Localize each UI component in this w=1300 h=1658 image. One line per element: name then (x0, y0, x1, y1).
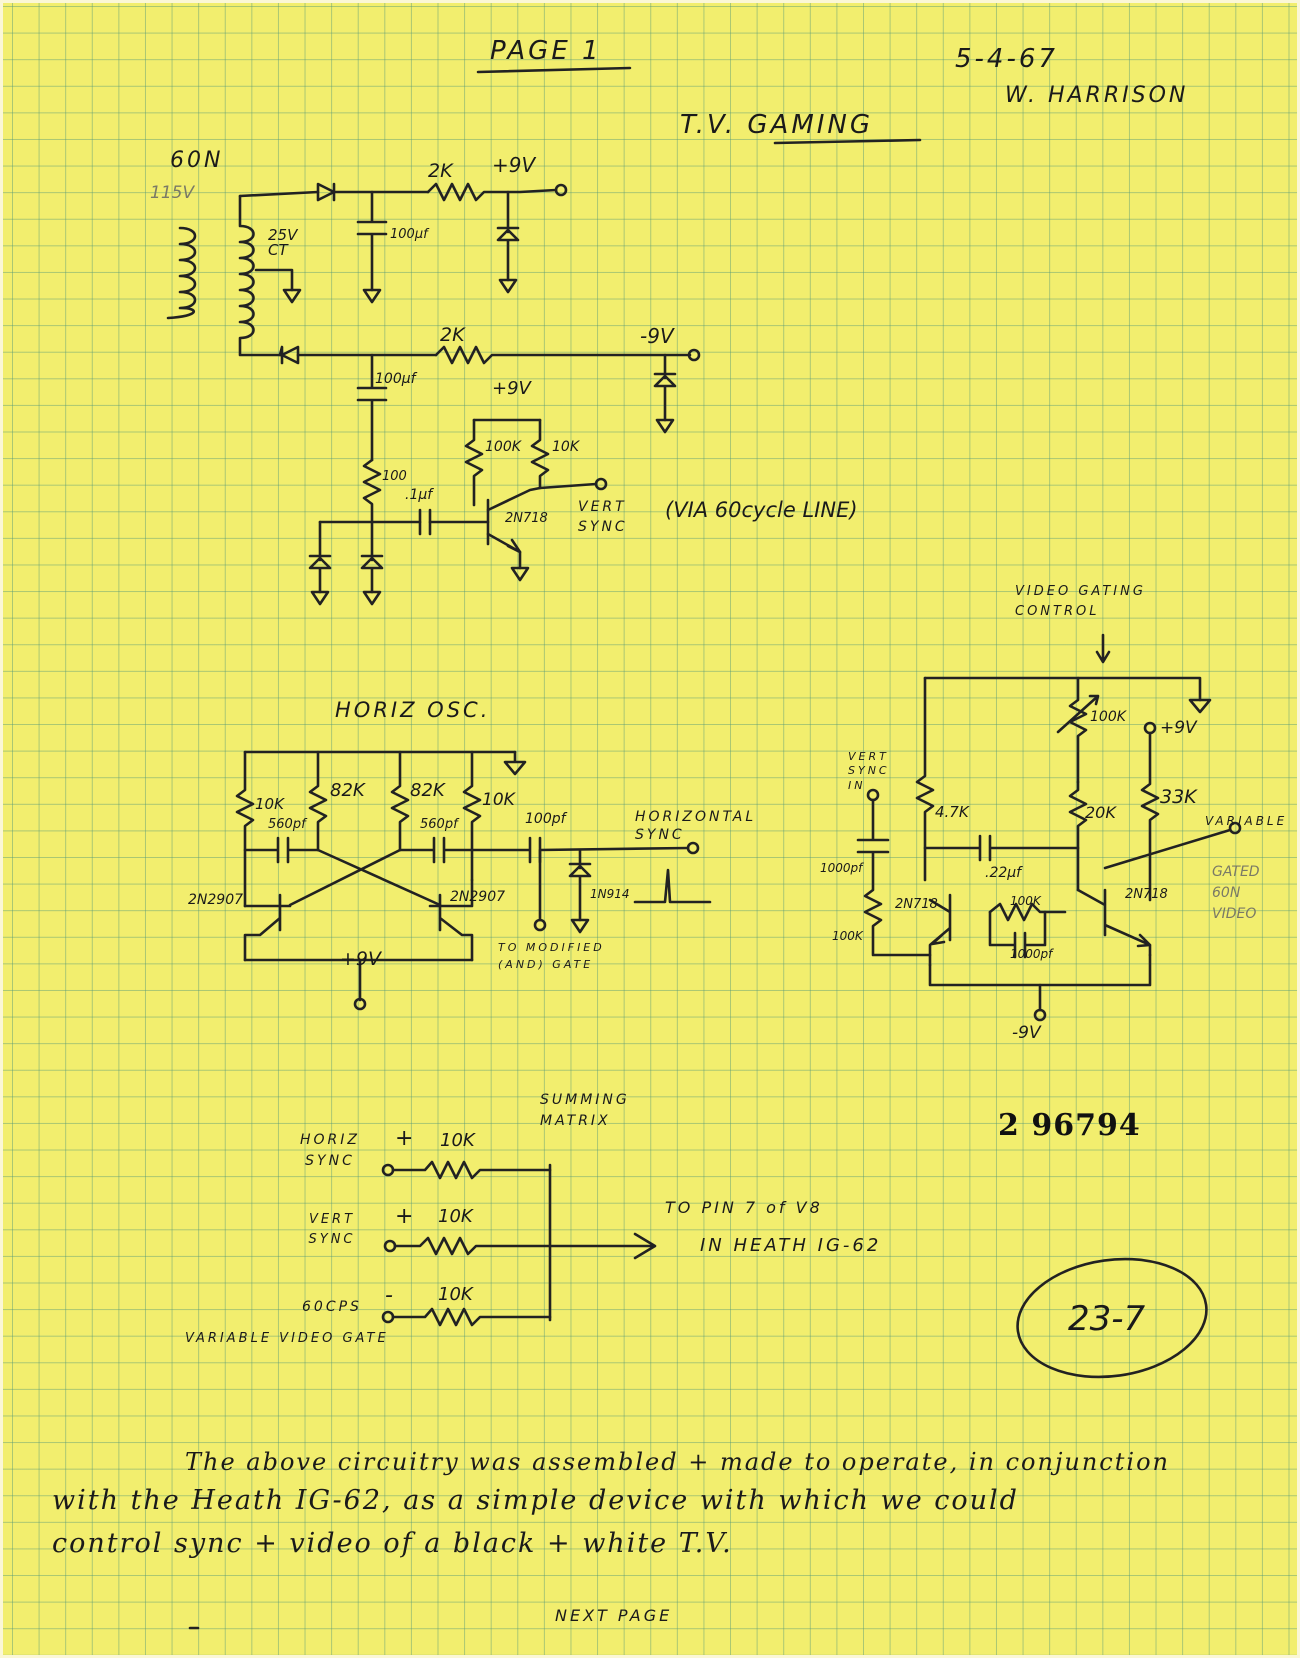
input-voltage-pencil: 115V (150, 183, 195, 203)
vg-t1-label: 2N718 (895, 897, 938, 912)
vs-r2-label: 10K (552, 439, 579, 455)
vg-output-label: VARIABLE (1205, 814, 1288, 828)
vs-cap-label: .1µf (405, 487, 433, 503)
footer-next-page: NEXT PAGE (555, 1606, 673, 1625)
note-line-2: with the Heath IG-62, as a simple device… (52, 1485, 1019, 1516)
sm-output-line2: IN HEATH IG-62 (700, 1235, 882, 1256)
v-bottom-label: -9V (640, 324, 674, 348)
sm-in2-sign: + (395, 1204, 414, 1229)
vs-transistor-label: 2N718 (505, 511, 548, 526)
ho-gate-note: TO MODIFIED (AND) GATE (498, 941, 605, 971)
sm-in2-label: VERT SYNC (308, 1212, 356, 1247)
ho-diode-label: 1N914 (590, 887, 630, 901)
vs-output-label: VERT SYNC (578, 499, 628, 535)
ho-r2-label: 82K (330, 780, 365, 801)
power-supply-schematic (166, 182, 701, 462)
sm-in3-label: 60CPS (302, 1299, 362, 1315)
circled-number-ring (1016, 1257, 1208, 1379)
sm-in1-sign: + (395, 1126, 414, 1151)
r-top-label: 2K (428, 160, 453, 182)
page-label: PAGE 1 (490, 36, 602, 66)
vg-pot-label: 100K (1090, 709, 1126, 725)
page-label-underline (476, 66, 632, 74)
vg-r3-label: 33K (1160, 786, 1197, 808)
sm-output-line1: TO PIN 7 of V8 (665, 1198, 823, 1217)
date: 5-4-67 (955, 44, 1058, 74)
vg-cmid-label: 1000pf (1010, 947, 1053, 961)
ho-t2-label: 2N2907 (450, 889, 506, 905)
ho-c2-label: 560pf (420, 817, 458, 832)
vert-sync-schematic (308, 418, 608, 606)
cap-bottom-label: 100µf (375, 371, 416, 387)
title-underline (773, 138, 922, 145)
cap-top-label: 100µf (390, 227, 428, 242)
horiz-osc-schematic (235, 750, 712, 1011)
video-gating-schematic (856, 633, 1242, 1022)
ho-supply-label: +9V (340, 948, 382, 970)
sm-r1-label: 10K (440, 1130, 475, 1151)
circled-number: 23-7 (1068, 1299, 1146, 1339)
sm-r3-label: 10K (438, 1284, 473, 1305)
note-line-3: control sync + video of a black + white … (52, 1528, 733, 1559)
vg-r1-label: 4.7K (935, 803, 969, 821)
ho-r1-label: 10K (255, 795, 284, 813)
vs-supply-label: +9V (492, 378, 531, 399)
vg-cin-label: 1000pf (820, 861, 863, 875)
input-label: 60N (170, 148, 224, 173)
sm-r2-label: 10K (438, 1206, 473, 1227)
note-line-1: The above circuitry was assembled + made… (185, 1448, 1170, 1476)
ho-output-label: HORIZONTAL SYNC (635, 809, 757, 844)
sm-in3-desc: VARIABLE VIDEO GATE (185, 1331, 389, 1346)
vg-rin-label: 100K (832, 929, 863, 943)
vg-t2-label: 2N718 (1125, 887, 1168, 902)
author: W. HARRISON (1005, 83, 1189, 108)
summing-matrix-schematic (381, 1160, 657, 1327)
sm-in3-sign: - (385, 1283, 393, 1308)
horiz-osc-title: HORIZ OSC. (335, 698, 491, 722)
ho-c1-label: 560pf (268, 817, 306, 832)
sm-title: SUMMING MATRIX (540, 1092, 630, 1129)
sm-in1-label: HORIZ SYNC (300, 1132, 360, 1169)
vg-pencil-note: GATED 60N VIDEO (1212, 864, 1260, 922)
vs-note: (VIA 60cycle LINE) (665, 498, 858, 522)
ho-cout-label: 100pf (525, 811, 566, 827)
ho-r4-label: 10K (482, 790, 515, 810)
vg-title: VIDEO GATING CONTROL (1015, 584, 1146, 619)
vg-input-label: VERT SYNC IN (848, 750, 890, 792)
vg-supply-label: +9V (1160, 718, 1197, 738)
r-bottom-label: 2K (440, 324, 465, 346)
transformer-label: 25V CT (268, 226, 298, 259)
ho-t1-label: 2N2907 (188, 892, 244, 908)
vg-cap-label: .22µf (985, 865, 1022, 881)
vs-r3-label: 100 (382, 469, 407, 484)
vs-r1-label: 100K (485, 439, 521, 455)
ho-r3-label: 82K (410, 780, 445, 801)
vg-rmid-label: 100K (1010, 894, 1041, 908)
vg-r2-label: 20K (1085, 803, 1116, 822)
v-top-label: +9V (492, 153, 536, 177)
vg-negsupply-label: -9V (1012, 1023, 1041, 1043)
stamp-number: 2 96794 (998, 1108, 1141, 1143)
page-title: T.V. GAMING (680, 110, 874, 140)
